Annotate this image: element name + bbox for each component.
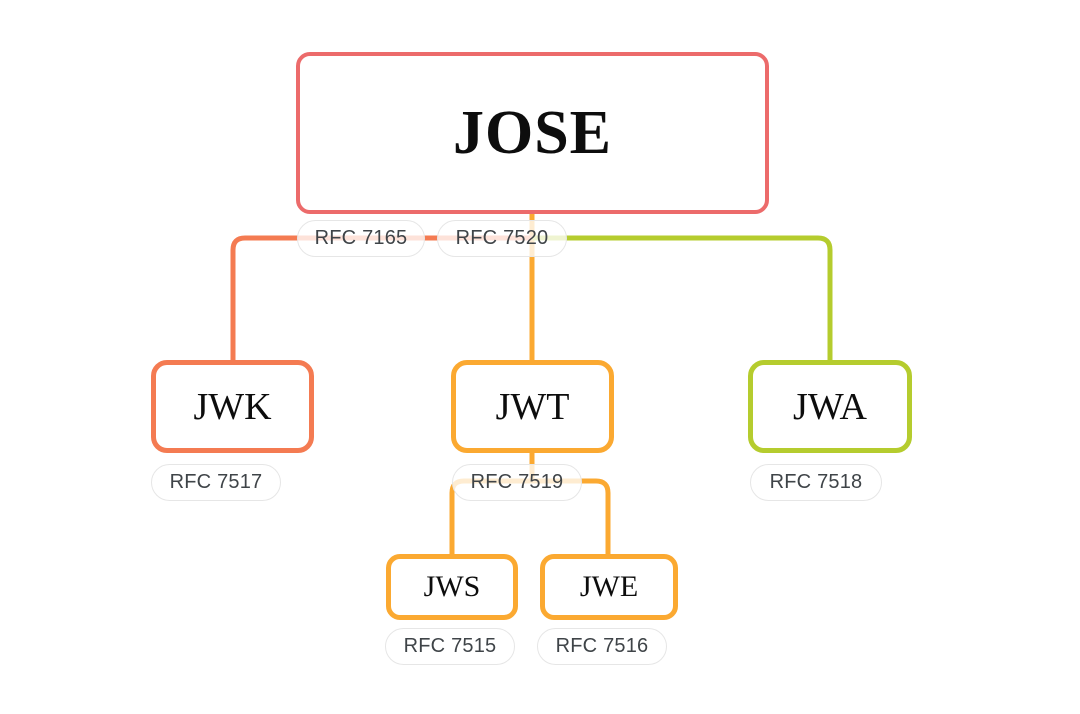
node-jose-label: JOSE xyxy=(452,99,613,167)
node-jwe[interactable]: JWE xyxy=(540,554,678,620)
node-jose[interactable]: JOSE xyxy=(296,52,769,214)
label-rfc-7519[interactable]: RFC 7519 xyxy=(452,464,582,501)
node-jwk[interactable]: JWK xyxy=(151,360,314,453)
label-rfc-7518[interactable]: RFC 7518 xyxy=(750,464,882,501)
label-rfc-7516-text: RFC 7516 xyxy=(555,635,649,657)
label-rfc-7165-text: RFC 7165 xyxy=(314,227,408,249)
label-rfc-7515-text: RFC 7515 xyxy=(403,635,497,657)
node-jwk-label: JWK xyxy=(193,385,272,428)
node-jws[interactable]: JWS xyxy=(386,554,518,620)
label-rfc-7520[interactable]: RFC 7520 xyxy=(437,220,567,257)
label-rfc-7518-text: RFC 7518 xyxy=(769,471,863,493)
node-jwa[interactable]: JWA xyxy=(748,360,912,453)
label-rfc-7515[interactable]: RFC 7515 xyxy=(385,628,515,665)
edge-jwt-jwe xyxy=(532,478,611,554)
edge-jose-jwa xyxy=(532,235,833,360)
edge-jose-jwk xyxy=(230,235,532,360)
label-rfc-7519-text: RFC 7519 xyxy=(470,471,564,493)
node-jwa-label: JWA xyxy=(793,385,867,428)
label-rfc-7165[interactable]: RFC 7165 xyxy=(297,220,425,257)
node-jws-label: JWS xyxy=(423,570,481,603)
label-rfc-7516[interactable]: RFC 7516 xyxy=(537,628,667,665)
node-jwe-label: JWE xyxy=(579,570,639,603)
label-rfc-7520-text: RFC 7520 xyxy=(455,227,549,249)
label-rfc-7517-text: RFC 7517 xyxy=(169,471,263,493)
label-rfc-7517[interactable]: RFC 7517 xyxy=(151,464,281,501)
node-jwt[interactable]: JWT xyxy=(451,360,614,453)
node-jwt-label: JWT xyxy=(495,385,570,428)
